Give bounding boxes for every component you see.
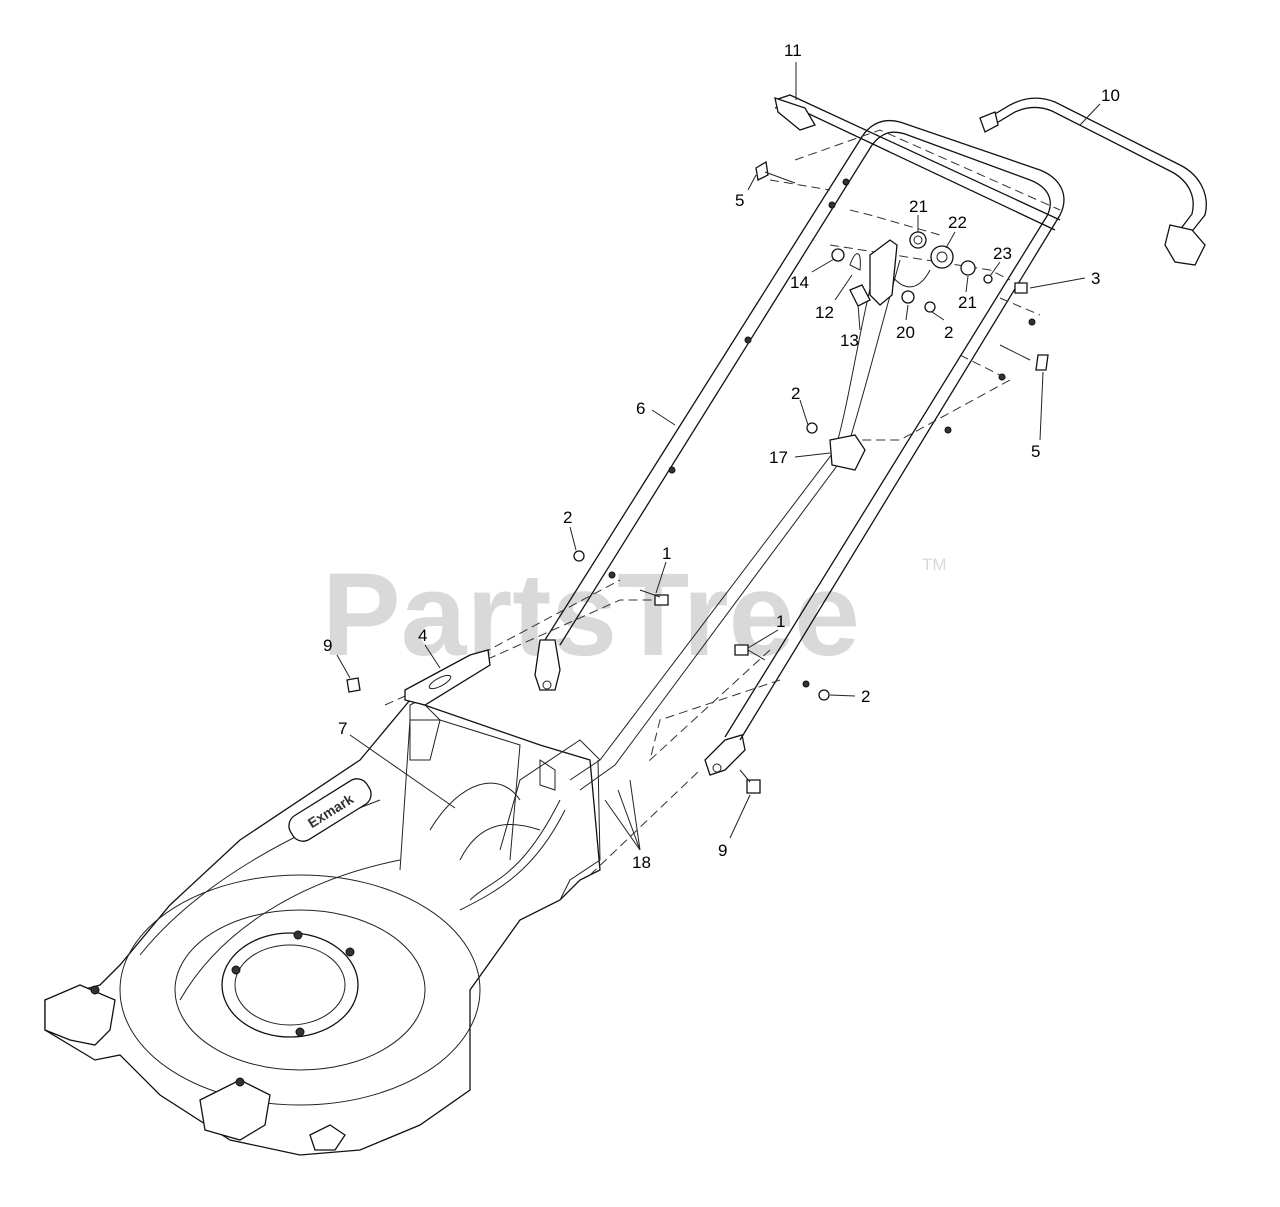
mower-deck: Exmark [44,699,601,1156]
callout-2: 2 [861,687,870,706]
callout-12: 12 [815,303,834,322]
handle-bail [979,97,1207,266]
assembly-lines [384,129,1061,876]
callout-17: 17 [769,448,788,467]
callout-13: 13 [840,331,859,350]
cable-guide [829,434,866,471]
callout-11: 11 [784,41,802,60]
callout-5: 5 [735,191,744,210]
callout-21: 21 [909,197,928,216]
lower-handle-right [704,734,746,776]
callout-7: 7 [338,719,347,738]
watermark-text: PartsTree [322,549,860,681]
callout-14: 14 [790,273,809,292]
callout-1: 1 [662,544,671,563]
callouts: 11 10 5 21 22 23 3 14 21 12 20 2 13 6 2 … [323,41,1120,872]
height-bracket [404,649,491,706]
control-bar [774,94,1061,231]
fasteners [346,160,1049,794]
leader-lines [336,62,1101,851]
callout-2: 2 [791,384,800,403]
callout-20: 20 [896,323,915,342]
callout-3: 3 [1091,269,1100,288]
handle-frame [544,119,1065,741]
callout-9: 9 [323,636,332,655]
callout-10: 10 [1101,86,1120,105]
watermark-trademark: TM [922,555,947,574]
lower-handle-left [534,639,561,691]
partstree-watermark: PartsTree TM [322,549,947,681]
callout-6: 6 [636,399,645,418]
callout-2: 2 [944,323,953,342]
callout-9: 9 [718,841,727,860]
callout-2: 2 [563,508,572,527]
callout-1: 1 [776,612,785,631]
callout-23: 23 [993,244,1012,263]
callout-22: 22 [948,213,967,232]
callout-5: 5 [1031,442,1040,461]
callout-4: 4 [418,626,427,645]
brake-parts [831,231,1028,313]
callout-18: 18 [632,853,651,872]
callout-21: 21 [958,293,977,312]
